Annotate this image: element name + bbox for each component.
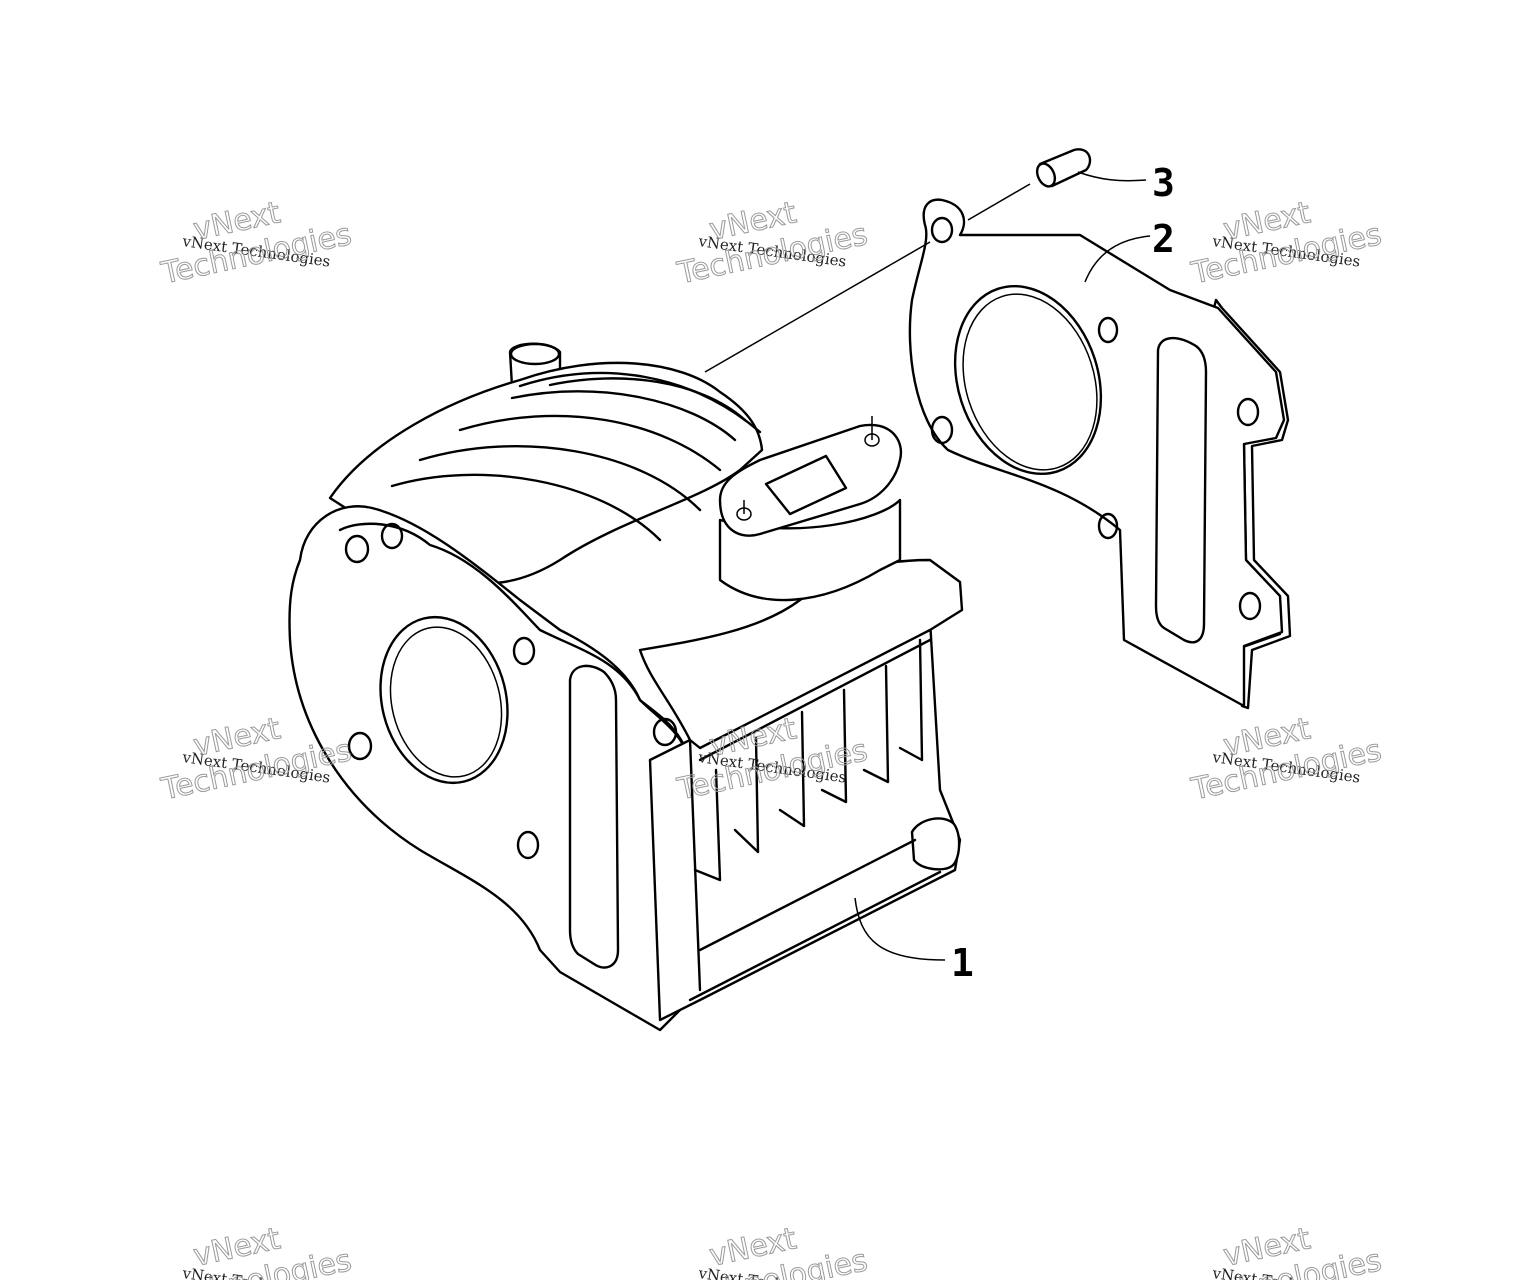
callout-2: 2 (1152, 217, 1175, 261)
callout-3: 3 (1152, 161, 1175, 205)
cylinder[interactable] (288, 342, 964, 1032)
callout-leaders (854, 171, 1151, 961)
callout-1: 1 (951, 941, 974, 985)
assembly-line (704, 241, 931, 373)
assembly-line (967, 183, 1031, 221)
gasket[interactable] (908, 198, 1292, 710)
dowel-pin[interactable] (1034, 148, 1092, 189)
